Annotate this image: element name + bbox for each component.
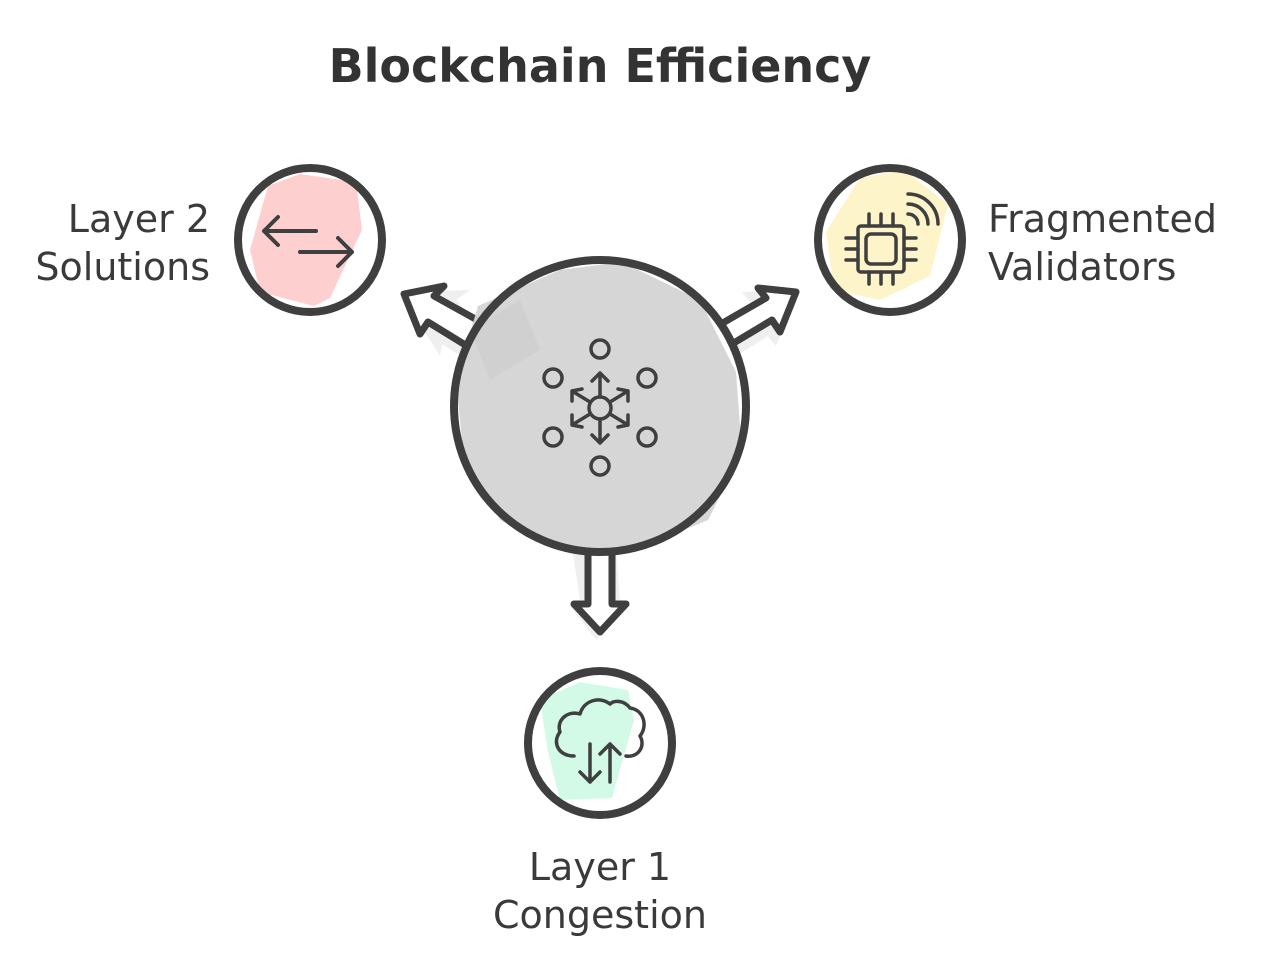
node-label-line-1: Layer 2: [68, 197, 210, 241]
bidirectional-arrows-icon: [262, 215, 354, 268]
node-layer-1-congestion: Layer 1 Congestion: [493, 667, 707, 937]
network-hub-icon: [542, 338, 658, 477]
node-label-line-2: Validators: [988, 245, 1176, 289]
node-label-line-2: Congestion: [493, 893, 707, 937]
center-node: [450, 256, 750, 556]
cloud-transfer-icon: [554, 698, 646, 784]
node-layer-2-solutions: Layer 2 Solutions: [35, 164, 386, 316]
arrow-to-layer-1-congestion: [570, 548, 630, 640]
node-label-line-1: Layer 1: [529, 845, 671, 889]
center-node-outline: [450, 256, 750, 556]
node-label-line-2: Solutions: [35, 245, 210, 289]
node-fragmented-validators: Fragmented Validators: [814, 164, 1217, 316]
diagram-title: Blockchain Efficiency: [329, 39, 872, 93]
layer-2-solutions-fill: [250, 174, 362, 306]
node-label-line-1: Fragmented: [988, 197, 1217, 241]
chip-wireless-icon: [844, 192, 940, 286]
